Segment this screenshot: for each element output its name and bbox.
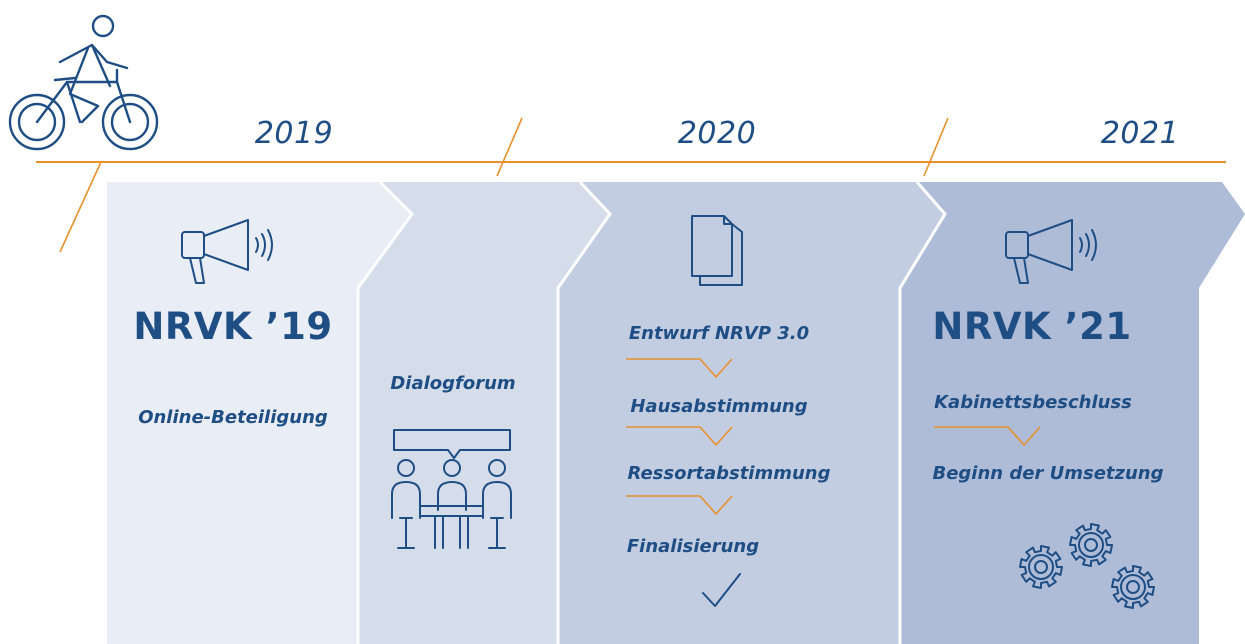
step-beginn-umsetzung: Beginn der Umsetzung [932,463,1164,484]
step-finalisierung: Finalisierung [626,536,760,557]
cyclist-icon [8,14,159,151]
gear-hub [1028,554,1054,580]
column-dialog-shape [358,182,610,644]
step-entwurf: Entwurf NRVP 3.0 [628,323,810,344]
year-label-2021: 2021 [1100,116,1180,151]
gear-shape [1111,565,1155,609]
step-online-beteiligung: Online-Beteiligung [138,407,328,428]
step-kabinettsbeschluss: Kabinettsbeschluss [934,392,1132,413]
column-2020-shape [558,182,945,644]
column-2021-shape [900,182,1245,644]
step-dialogforum: Dialogforum [390,373,516,394]
gear-shape [1069,523,1113,567]
gear-hub [1126,580,1140,594]
year-tick [59,161,102,253]
step-hausabstimmung: Hausabstimmung [630,396,808,417]
separator [556,180,612,644]
column-heading-nrvk21: NRVK ’21 [932,305,1132,348]
year-label-2019: 2019 [254,116,334,151]
gear-hub [1084,538,1098,552]
column-2019-shape [107,182,412,644]
separator [898,181,947,644]
step-arrow [626,358,733,378]
year-tick [496,117,523,177]
gear-hub [1120,574,1146,600]
gear-hub [1078,532,1104,558]
step-ressortabstimmung: Ressortabstimmung [627,463,831,484]
checkmark-icon [702,573,741,607]
step-arrow [934,426,1041,446]
year-tick [923,117,949,177]
column-heading-nrvk19: NRVK ’19 [133,305,333,348]
year-label-2020: 2020 [677,116,757,151]
step-arrow [626,495,733,515]
gear-hub [1034,560,1048,574]
separator [356,180,414,644]
gear-shape [1019,545,1063,589]
step-arrow [626,426,733,446]
